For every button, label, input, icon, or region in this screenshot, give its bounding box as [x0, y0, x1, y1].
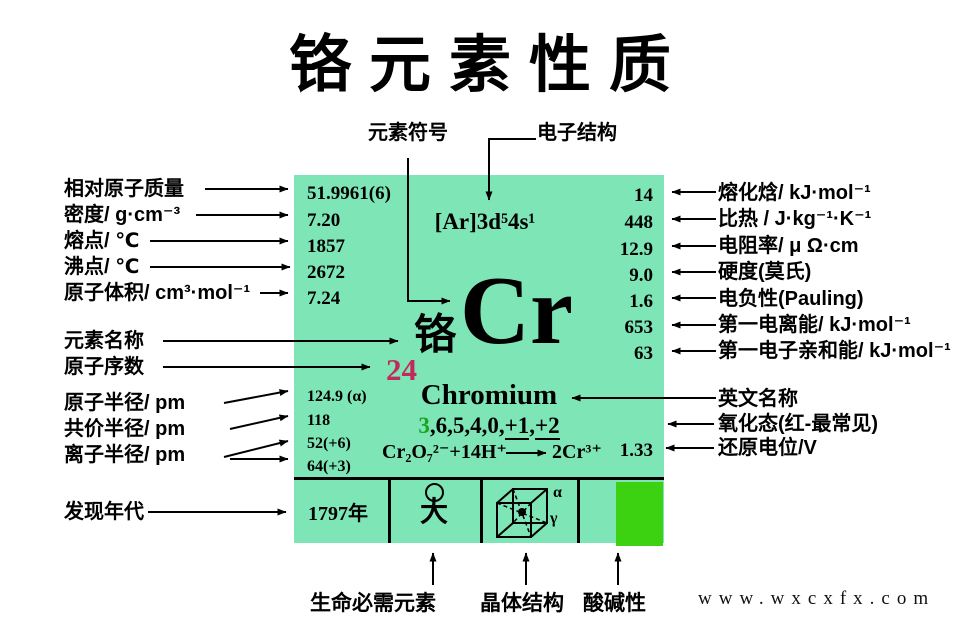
- figure-head: [424, 483, 444, 502]
- ionic-radius-value-1: 52(+6): [307, 435, 351, 452]
- redox-potential-label: 还原电位/V: [718, 437, 817, 459]
- electron-affinity-value: 63: [634, 343, 653, 364]
- hardness-label: 硬度(莫氏): [718, 261, 812, 283]
- ionic-radius-value-2: 64(+3): [307, 458, 351, 475]
- bottom-arrows: [429, 552, 622, 585]
- strip-divider: [388, 478, 391, 543]
- ionic-radius-label: 离子半径/ pm: [64, 444, 186, 466]
- oxidation-pm2: +2: [535, 413, 560, 440]
- melting-point-value: 1857: [307, 236, 345, 257]
- redox-equation-right: 2Cr³⁺: [552, 441, 602, 463]
- specific-heat-label: 比热 / J·kg⁻¹·K⁻¹: [718, 208, 872, 230]
- boiling-point-label: 沸点/ ℃: [64, 256, 140, 278]
- electronegativity-value: 1.6: [629, 291, 653, 312]
- watermark: www.wxcxfx.com: [698, 588, 936, 609]
- element-symbol-label: 元素符号: [368, 122, 448, 144]
- oxidation-states-label: 氧化态(红-最常见): [718, 413, 878, 435]
- element-name-label: 元素名称: [64, 330, 144, 352]
- ionization-energy-value: 653: [624, 317, 654, 338]
- element-symbol: Cr: [460, 257, 574, 364]
- resistivity-value: 12.9: [619, 239, 653, 260]
- resistivity-label: 电阻率/ μ Ω·cm: [718, 235, 859, 257]
- crystal-structure-label: 晶体结构: [480, 592, 564, 615]
- oxidation-comma: ,: [529, 413, 535, 438]
- boiling-point-value: 2672: [307, 262, 345, 283]
- density-value: 7.20: [307, 210, 341, 231]
- electron-structure-label: 电子结构: [537, 122, 617, 144]
- life-essential-icon: 大: [418, 483, 450, 527]
- oxidation-common-state: 3: [418, 413, 430, 438]
- fusion-enthalpy-value: 14: [634, 185, 653, 206]
- covalent-radius-value: 118: [307, 412, 331, 429]
- oxidation-pm1: +1: [504, 413, 530, 440]
- element-name-en: Chromium: [420, 379, 558, 411]
- strip-top-border: [294, 477, 664, 480]
- atomic-number-value: 24: [386, 352, 417, 387]
- strip-divider: [577, 478, 580, 543]
- page-title: 铬元素性质: [288, 32, 689, 100]
- redox-equation-left: Cr₂O₇²⁻+14H⁺: [382, 441, 507, 463]
- crystal-phase-alpha: α: [553, 484, 562, 501]
- strip-divider: [480, 478, 483, 543]
- melting-point-label: 熔点/ ℃: [64, 230, 140, 252]
- atomic-radius-value: 124.9 (α): [307, 388, 367, 405]
- discovery-year-value: 1797年: [308, 503, 368, 525]
- element-name-cn: 铬: [414, 311, 457, 358]
- life-essential-label: 生命必需元素: [310, 592, 436, 615]
- element-card: 51.9961(6) 7.20 1857 2672 7.24 14 448 12…: [294, 175, 664, 546]
- hardness-value: 9.0: [629, 265, 653, 286]
- english-name-label: 英文名称: [718, 388, 798, 410]
- oxidation-other-states: ,6,5,4,0,: [429, 413, 505, 438]
- atomic-mass-label: 相对原子质量: [64, 178, 184, 200]
- acid-base-indicator: [616, 482, 663, 546]
- redox-potential-value: 1.33: [619, 440, 653, 461]
- atomic-number-label: 原子序数: [64, 356, 144, 378]
- atomic-radius-label: 原子半径/ pm: [64, 392, 186, 414]
- discovery-year-label: 发现年代: [64, 501, 144, 523]
- covalent-radius-label: 共价半径/ pm: [64, 418, 186, 440]
- atomic-volume-label: 原子体积/ cm³·mol⁻¹: [64, 282, 251, 304]
- atomic-volume-value: 7.24: [307, 288, 341, 309]
- ionization-energy-label: 第一电离能/ kJ·mol⁻¹: [718, 314, 911, 336]
- specific-heat-value: 448: [624, 212, 654, 233]
- acid-base-label: 酸碱性: [583, 592, 646, 615]
- density-label: 密度/ g·cm⁻³: [64, 204, 181, 226]
- figure-body: 大: [419, 496, 448, 527]
- atomic-mass-value: 51.9961(6): [307, 183, 391, 204]
- oxidation-states: 3,6,5,4,0,+1,+2: [399, 413, 579, 440]
- electron-configuration: [Ar]3d⁵4s¹: [434, 209, 536, 234]
- crystal-phase-gamma: γ: [550, 510, 558, 527]
- crystal-structure-icon: [496, 488, 548, 538]
- electronegativity-label: 电负性(Pauling): [718, 288, 864, 310]
- electron-affinity-label: 第一电子亲和能/ kJ·mol⁻¹: [718, 340, 951, 362]
- fusion-enthalpy-label: 熔化焓/ kJ·mol⁻¹: [718, 182, 871, 204]
